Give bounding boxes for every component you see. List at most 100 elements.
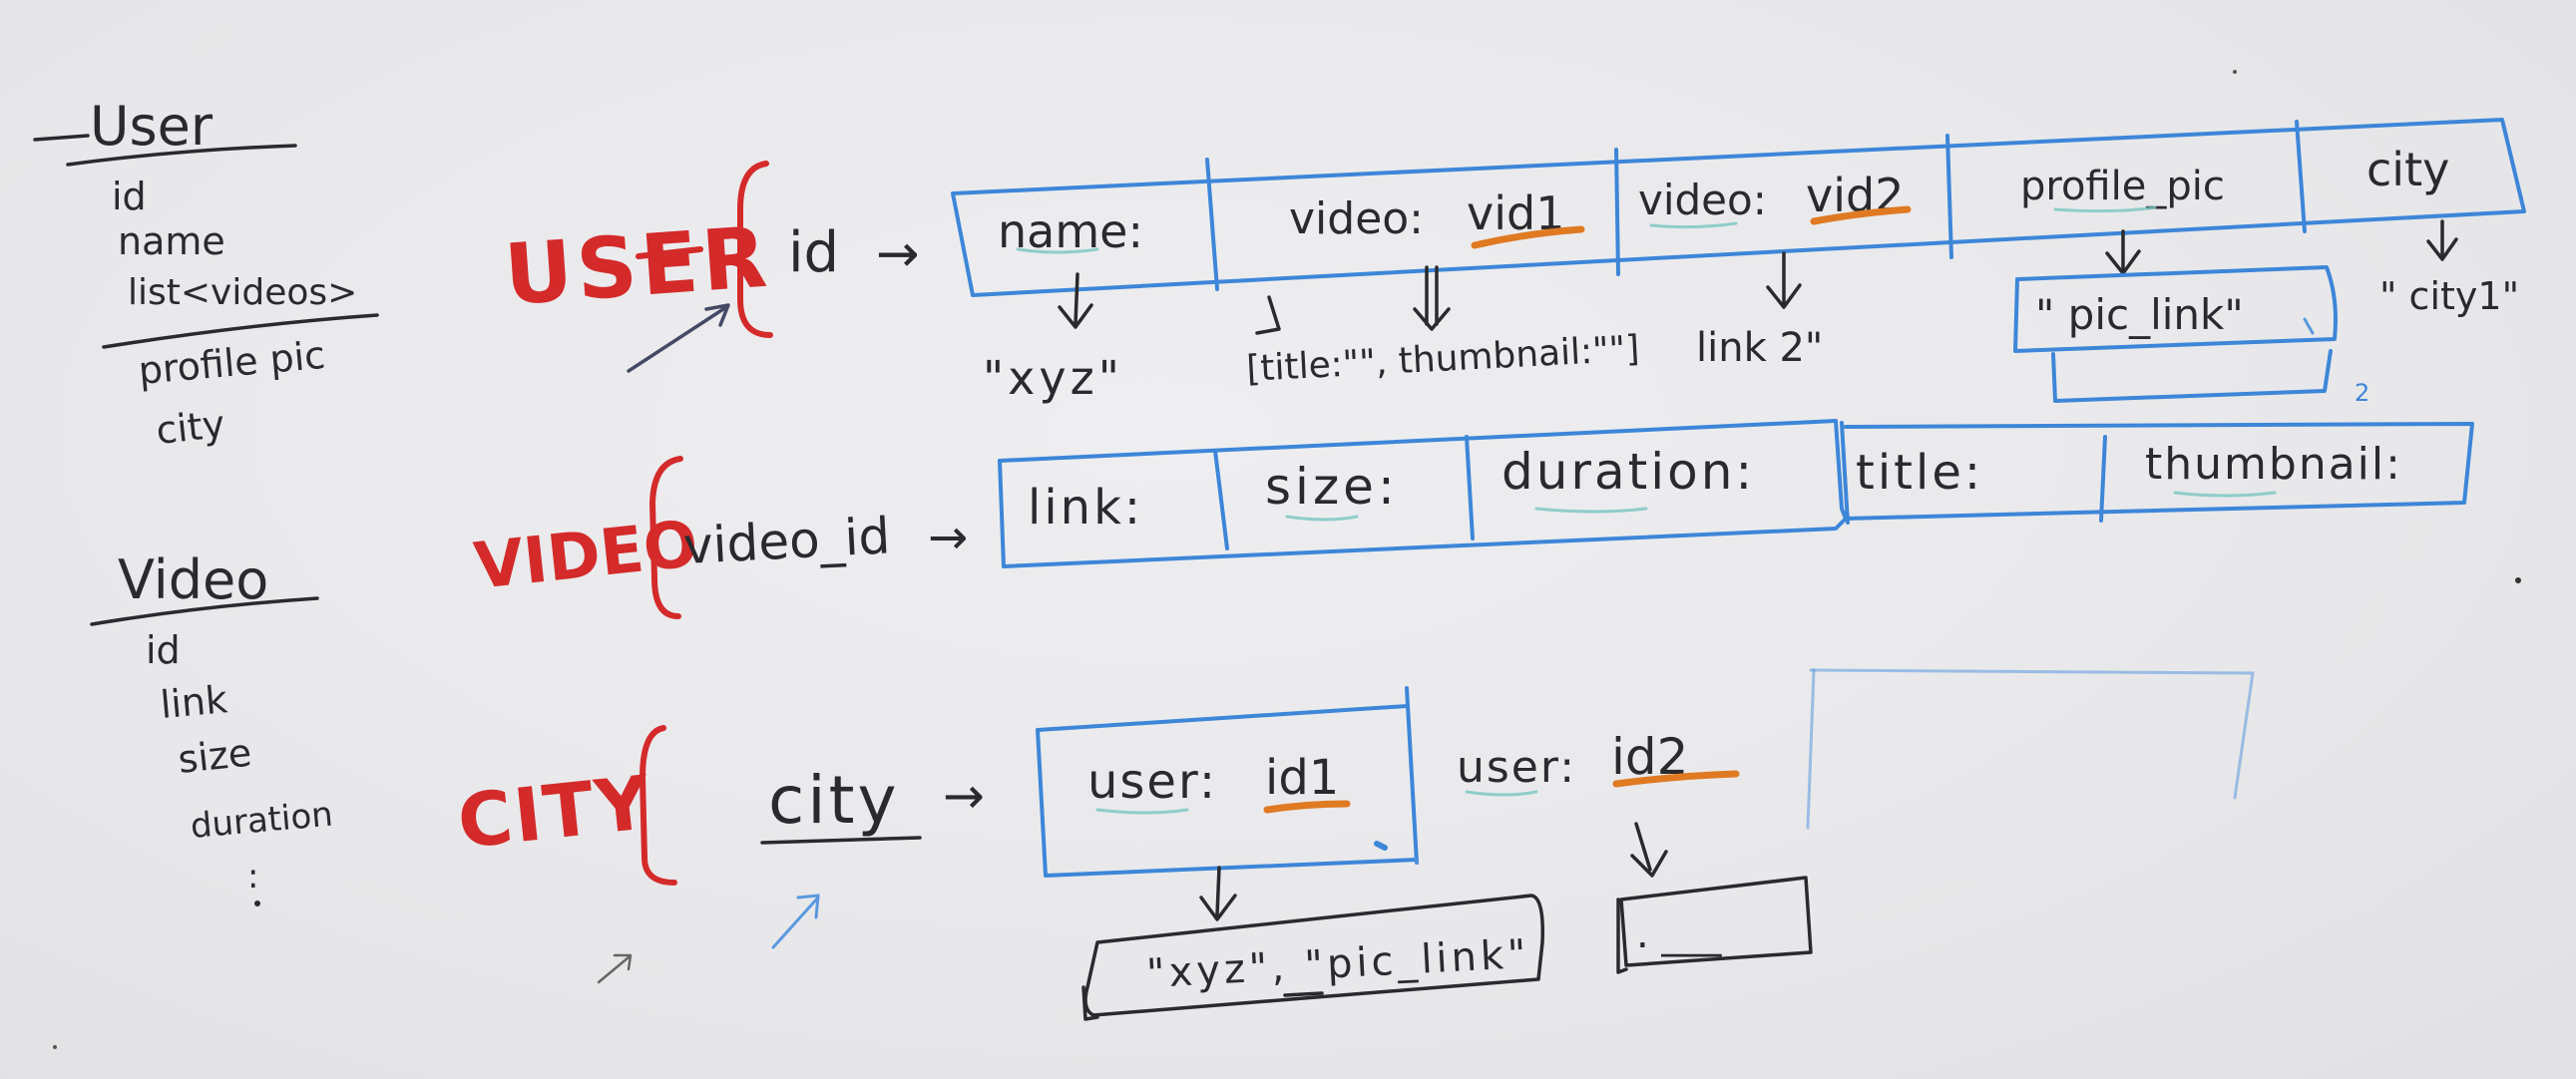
user-value-city: " city1" xyxy=(2379,274,2519,318)
small-annotation: 2 xyxy=(2355,379,2369,407)
down-arrow-icon xyxy=(1630,822,1668,878)
teal-underline xyxy=(1649,221,1738,229)
down-arrow-icon xyxy=(1199,866,1237,921)
user-value-video-1: [title:"", thumbnail:""] xyxy=(1245,328,1640,390)
user-value-profile-pic: " pic_link" xyxy=(2035,290,2244,339)
city-cell-user-2: user: xyxy=(1457,742,1576,793)
city-value-2: . ___ xyxy=(1636,911,1722,957)
teal-underline xyxy=(1285,515,1359,522)
user-heading-underline xyxy=(66,144,297,167)
vid2-underline xyxy=(1810,205,1912,225)
user-cell-profile-pic: profile_pic xyxy=(2020,164,2225,209)
video-field-link: link xyxy=(159,677,229,727)
teal-underline xyxy=(1465,790,1538,797)
user-entity-list: User id name list<videos> profile pic ci… xyxy=(33,95,379,453)
user-value-video-2: link 2" xyxy=(1696,325,1823,371)
user-key-arrow: → xyxy=(876,224,920,284)
vid1-underline xyxy=(1471,225,1585,249)
city-table-row: CITY city → user: id1 user: id2 "xyz", "… xyxy=(454,668,2255,1021)
pen-mark xyxy=(1374,841,1388,851)
city-table-label: CITY xyxy=(454,760,655,866)
user-table-label: USER xyxy=(502,208,774,324)
video-field-more: : xyxy=(247,857,258,897)
xyz-underline xyxy=(1283,991,1324,997)
user-key: id xyxy=(788,220,839,285)
user-label-strike xyxy=(636,246,703,259)
double-down-arrow-icon xyxy=(1413,265,1451,331)
user-list-divider xyxy=(102,313,379,349)
city-key: city xyxy=(768,762,900,839)
video-bracket xyxy=(648,456,683,619)
video-cells-outline-bottom xyxy=(998,459,1850,568)
teal-underline xyxy=(1534,507,1648,514)
user-cell-city: city xyxy=(2366,143,2449,196)
city-bracket xyxy=(639,725,677,886)
teal-underline xyxy=(2173,491,2277,498)
teal-underline xyxy=(1095,808,1189,815)
video-cell-size: size: xyxy=(1265,458,1399,516)
empty-cell-divider xyxy=(1806,668,1816,830)
video-heading-underline xyxy=(90,596,319,626)
down-arrow-icon xyxy=(2105,229,2141,275)
video-cell-duration: duration: xyxy=(1502,443,1755,501)
pointer-arrow-icon xyxy=(627,303,730,373)
city-key-arrow: → xyxy=(943,767,985,825)
speck xyxy=(2515,577,2521,583)
user-field-id: id xyxy=(112,175,147,218)
video-cell-thumbnail: thumbnail: xyxy=(2145,439,2402,490)
video-entity-list: Video id link size duration : xyxy=(90,548,334,906)
video-cell-divider xyxy=(1465,435,1475,540)
user-cell-divider xyxy=(2295,120,2307,233)
video-field-size: size xyxy=(176,730,253,781)
video-entity-heading: Video xyxy=(118,548,268,611)
city-key-underline xyxy=(760,836,922,845)
user-field-name: name xyxy=(118,219,225,263)
video-field-id: id xyxy=(146,628,181,672)
pen-mark xyxy=(2303,317,2315,335)
video-cell-divider xyxy=(1840,421,1850,525)
city-cell-user-1-id: id1 xyxy=(1265,750,1339,806)
faint-arrow-icon xyxy=(597,953,633,984)
pic-link-box xyxy=(2013,265,2338,353)
user-cell-divider xyxy=(1945,134,1953,259)
video-cell-link: link: xyxy=(1028,480,1143,536)
bullet-dash xyxy=(33,134,90,142)
city-value-1: "xyz", "pic_link" xyxy=(1145,931,1530,997)
speck xyxy=(2233,70,2237,74)
empty-cell-outline xyxy=(1413,668,2255,865)
user-field-list-videos: list<videos> xyxy=(128,272,357,313)
teal-underline xyxy=(1016,247,1099,254)
video-key-arrow: → xyxy=(928,510,968,565)
video-key: video_id xyxy=(682,507,892,575)
video-table-row: VIDEO video_id → link: size: duration: t… xyxy=(471,419,2474,619)
user-entity-heading: User xyxy=(90,95,214,158)
teal-underline xyxy=(2053,205,2157,213)
user-cell-video-1: video: xyxy=(1289,193,1424,244)
id1-underline xyxy=(1263,800,1351,814)
id2-underline xyxy=(1612,770,1740,788)
city-cell-user-1: user: xyxy=(1087,754,1217,810)
city-value-box-1-shadow xyxy=(1081,985,1099,1021)
video-table-label: VIDEO xyxy=(471,508,701,604)
user-bracket xyxy=(737,161,773,338)
speck xyxy=(53,1045,57,1049)
ellipsis-dot xyxy=(254,900,260,906)
down-arrow-icon xyxy=(1766,251,1802,309)
down-arrow-icon xyxy=(2426,219,2458,261)
city-value-box-2-shadow xyxy=(1616,898,1628,974)
down-arrow-icon xyxy=(1058,272,1093,329)
pic-link-box-shadow xyxy=(2051,349,2333,403)
user-cell-divider xyxy=(1205,158,1219,291)
video-cell-divider xyxy=(2099,435,2107,523)
video-field-duration: duration xyxy=(189,795,334,847)
pointer-arrow-icon xyxy=(771,894,820,949)
user-field-profile-pic: profile pic xyxy=(137,333,327,393)
user-table-row: USER id → name: video: vid1 video: vid2 … xyxy=(502,118,2526,407)
video-cell-divider xyxy=(1213,449,1229,550)
city-value-box-2 xyxy=(1619,876,1813,967)
user-cell-divider xyxy=(1614,148,1620,276)
video-cell-title: title: xyxy=(1856,445,1983,501)
user-cells-outline xyxy=(951,118,2526,297)
